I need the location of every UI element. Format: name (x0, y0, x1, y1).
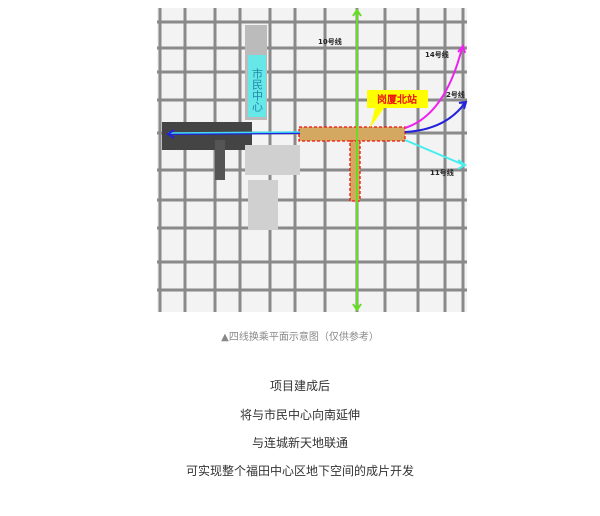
plaza-block (245, 145, 300, 175)
line-11-east (404, 139, 465, 166)
line-11-label: 11号线 (430, 168, 454, 177)
line-2-east (404, 102, 466, 133)
line-14-label: 14号线 (425, 50, 449, 59)
interchange-map: 10号线 14号线 2号线 11号线 市民中心 岗厦北站 (157, 8, 468, 312)
civic-center-label: 市民中心 (251, 67, 264, 112)
paragraph: 将与市民中心向南延伸 (239, 408, 360, 422)
station-callout (367, 90, 428, 128)
paragraph: 与连城新天地联通 (251, 436, 348, 450)
line-14 (404, 47, 463, 129)
plaza-block (248, 180, 278, 230)
station-label: 岗厦北站 (377, 93, 417, 106)
dark-block (162, 122, 252, 150)
paragraph: 可实现整个福田中心区地下空间的成片开发 (185, 464, 414, 478)
figure-caption: ▲四线换乘平面示意图（仅供参考） (221, 332, 379, 343)
station-hall (349, 140, 361, 202)
civic-center-label-box (248, 55, 266, 117)
line-2-west (167, 132, 301, 135)
line-10-label: 10号线 (318, 37, 342, 46)
line-2-label: 2号线 (446, 90, 465, 99)
station-hall (298, 126, 406, 142)
paragraph: 项目建成后 (269, 379, 330, 393)
line-11-west (167, 131, 301, 134)
dark-block (215, 140, 225, 180)
